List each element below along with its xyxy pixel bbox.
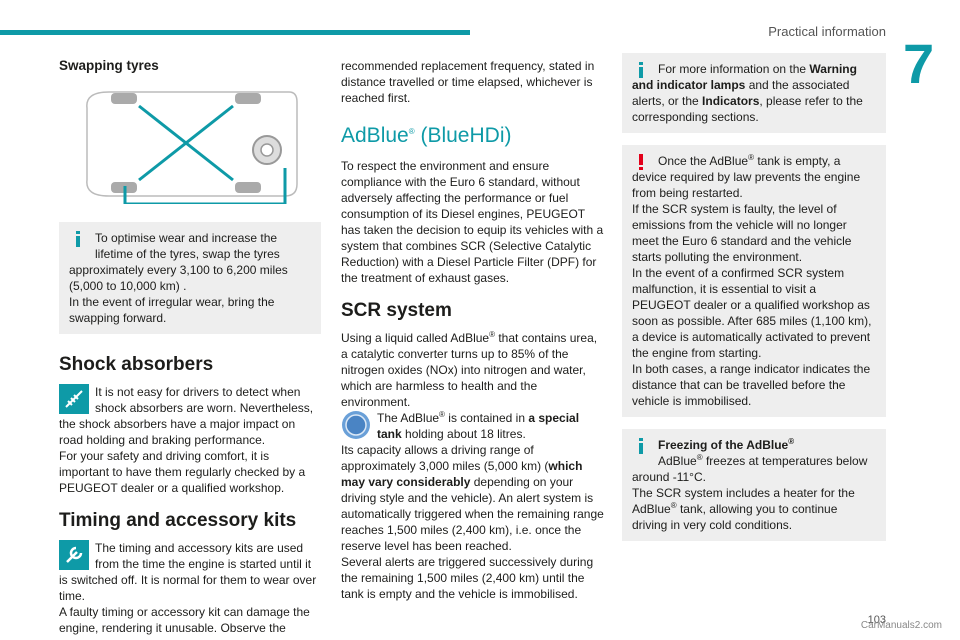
header-accent-bar bbox=[0, 30, 470, 35]
warning-paragraph-2: If the SCR system is faulty, the level o… bbox=[632, 202, 852, 264]
page-number: 103 bbox=[867, 614, 886, 626]
adblue-heading: AdBlue® (BlueHDi) bbox=[341, 124, 512, 147]
timing-text: The timing and accessory kits are used f… bbox=[59, 540, 321, 636]
chapter-number: 7 bbox=[903, 32, 935, 95]
tyres-heading: Swapping tyres bbox=[59, 58, 159, 73]
tyre-rotation-diagram bbox=[86, 91, 298, 204]
wrench-icon bbox=[59, 540, 89, 570]
spring-icon bbox=[59, 384, 89, 414]
info-icon bbox=[639, 62, 643, 78]
tyres-info-text-3: In the event of irregular wear, bring th… bbox=[69, 295, 275, 325]
tyres-info-text: To optimise wear and increase the bbox=[95, 231, 278, 245]
shock-paragraph-2: For your safety and driving comfort, it … bbox=[59, 449, 306, 495]
info-icon bbox=[76, 231, 80, 247]
shock-text: It is not easy for drivers to detect whe… bbox=[59, 384, 321, 496]
section-title: Practical information bbox=[768, 24, 886, 39]
shock-heading: Shock absorbers bbox=[59, 354, 214, 375]
timing-paragraph-1: The timing and accessory kits are used f… bbox=[59, 541, 317, 603]
warning-box: Once the AdBlue® tank is empty, a device… bbox=[622, 145, 886, 417]
alerts-paragraph: Several alerts are triggered successivel… bbox=[341, 555, 594, 601]
tyres-info-text-2: lifetime of the tyres, swap the tyres ap… bbox=[69, 247, 288, 293]
timing-paragraph-2: A faulty timing or accessory kit can dam… bbox=[59, 605, 310, 635]
info-icon bbox=[639, 438, 643, 454]
freezing-box: Freezing of the AdBlue® AdBlue® freezes … bbox=[622, 429, 886, 541]
column-2: recommended replacement frequency, state… bbox=[341, 58, 604, 602]
adblue-intro: To respect the environment and ensure co… bbox=[341, 159, 604, 285]
range-paragraph: Its capacity allows a driving range of a… bbox=[341, 443, 604, 553]
scr-heading: SCR system bbox=[341, 300, 452, 321]
continued-paragraph: recommended replacement frequency, state… bbox=[341, 59, 595, 105]
info-box: For more information on the Warning and … bbox=[622, 53, 886, 133]
scr-paragraph: Using a liquid called AdBlue® that conta… bbox=[341, 330, 598, 410]
warning-paragraph-4: In both cases, a range indicator indicat… bbox=[632, 362, 871, 408]
timing-heading: Timing and accessory kits bbox=[59, 510, 297, 531]
column-3: For more information on the Warning and … bbox=[622, 53, 886, 541]
adblue-tank-icon bbox=[342, 411, 370, 439]
warning-paragraph-3: In the event of a confirmed SCR system m… bbox=[632, 266, 872, 360]
tank-text: The AdBlue® is contained in a special ta… bbox=[341, 410, 604, 442]
warning-icon bbox=[639, 154, 643, 170]
watermark: CarManuals2.com bbox=[860, 620, 942, 631]
tyres-info-box: To optimise wear and increase the lifeti… bbox=[59, 222, 321, 334]
shock-paragraph-1: It is not easy for drivers to detect whe… bbox=[59, 385, 314, 447]
column-1: Swapping tyres To optimise wear and incr… bbox=[59, 58, 321, 636]
